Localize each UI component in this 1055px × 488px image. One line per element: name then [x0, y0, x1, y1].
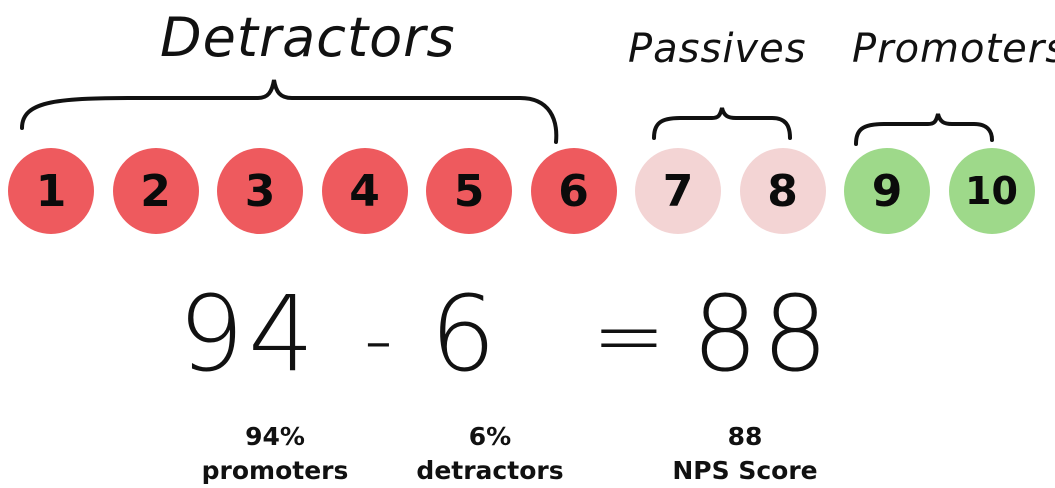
- promoters-heading: Promoters: [852, 26, 1055, 72]
- score-circle-3: 3: [217, 148, 303, 234]
- score-circle-4: 4: [321, 148, 408, 234]
- score-circle-9: 9: [844, 148, 930, 234]
- score-circle-6: 6: [530, 148, 617, 234]
- caption-nps-value: 88: [727, 422, 763, 451]
- detractors-bracket: [20, 79, 559, 144]
- passives-bracket: [652, 107, 792, 140]
- score-circle-7: 7: [635, 148, 721, 234]
- caption-promoters-label: promoters: [201, 456, 349, 485]
- detractors-heading: Detractors: [160, 6, 456, 69]
- caption-promoters: 94% promoters: [200, 420, 350, 488]
- equation-equals: =: [592, 284, 670, 387]
- equation-detractors-value: 6: [430, 273, 501, 395]
- caption-nps: 88 NPS Score: [655, 420, 835, 488]
- score-circle-8: 8: [739, 148, 826, 234]
- promoters-bracket: [854, 113, 994, 146]
- equation-result: 88: [692, 273, 833, 395]
- score-circle-1: 1: [8, 148, 94, 234]
- equation-minus: -: [364, 293, 397, 386]
- caption-detractors-value: 6%: [468, 422, 512, 451]
- score-circle-10: 10: [948, 148, 1035, 234]
- passives-heading: Passives: [628, 26, 807, 72]
- score-circle-2: 2: [112, 148, 199, 234]
- caption-detractors-label: detractors: [416, 456, 564, 485]
- caption-promoters-value: 94%: [245, 422, 305, 451]
- equation-promoters-value: 94: [178, 273, 319, 395]
- score-circle-5: 5: [426, 148, 512, 234]
- caption-detractors: 6% detractors: [405, 420, 575, 488]
- caption-nps-label: NPS Score: [672, 456, 818, 485]
